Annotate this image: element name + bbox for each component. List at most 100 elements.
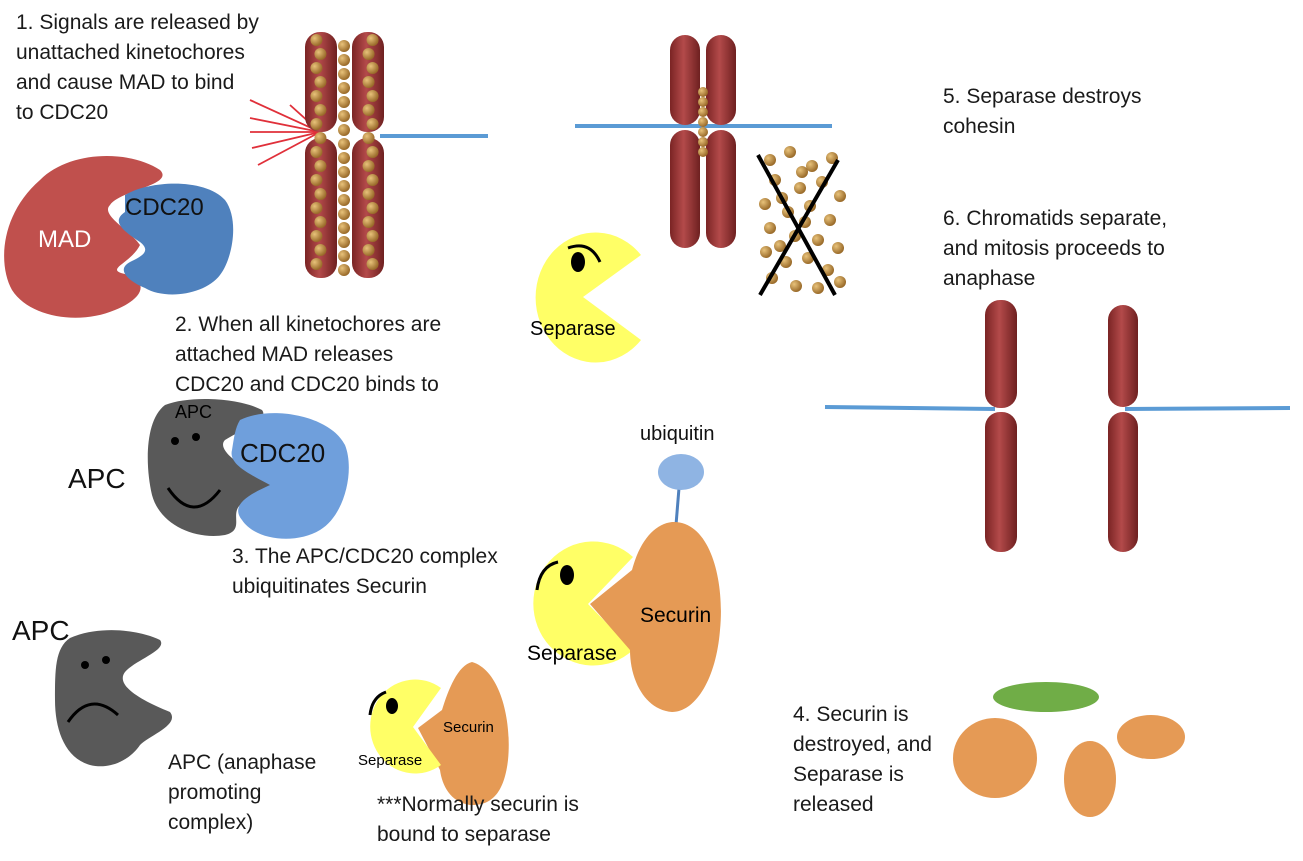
apc-frown (66, 702, 119, 723)
cohesin-dot (698, 107, 708, 117)
chromatid-right-lower (1108, 412, 1138, 552)
separase-label: Separase (530, 318, 616, 340)
cohesin-dot (764, 154, 776, 166)
separase-eye (386, 698, 398, 714)
cohesin-dot (310, 90, 323, 102)
cdc20-shape (118, 183, 234, 295)
separase-securin-ubiquitin: ubiquitin Separase Securin (527, 423, 721, 712)
cohesin-dot (338, 180, 350, 192)
cohesin-dot (794, 182, 806, 194)
chromatid-upper-left (670, 35, 700, 125)
mad-label: MAD (38, 226, 91, 253)
cohesin-dot (338, 208, 350, 220)
apc-free-label: APC (12, 615, 70, 646)
cohesin-dot (314, 132, 327, 144)
cohesin-dot (314, 48, 327, 60)
cohesin-dot (314, 104, 327, 116)
cohesin-dot (366, 230, 379, 242)
cohesin-dot (310, 174, 323, 186)
apc-smile (166, 487, 222, 509)
cohesin-dot (314, 160, 327, 172)
separase-free: Separase (530, 232, 641, 363)
cohesin-dot (338, 54, 350, 66)
cohesin-dot (338, 222, 350, 234)
separase-brow (535, 560, 559, 591)
separase-brow (567, 244, 602, 263)
cohesin-dot (338, 68, 350, 80)
securin-fragments (953, 682, 1185, 817)
chromosome-unattached (249, 32, 488, 278)
cohesin-dot (338, 250, 350, 262)
cohesin-dot (314, 244, 327, 256)
cohesin-dot (366, 258, 379, 270)
cohesin-dot (784, 146, 796, 158)
separase-securin-bound: Separase Securin (358, 662, 509, 806)
cdc20-label: CDC20 (125, 194, 204, 221)
cohesin-dot (760, 246, 772, 258)
ubiquitin-link (674, 487, 681, 526)
chromatid-right-upper (1108, 305, 1138, 407)
securin-fragment (953, 718, 1037, 798)
securin-fragment (1064, 741, 1116, 817)
securin-fragment (1117, 715, 1185, 759)
chromatid-left-upper (985, 300, 1017, 408)
cross-line (756, 154, 837, 296)
apc-free (55, 630, 173, 767)
cohesin-dot (832, 242, 844, 254)
cohesin-dot (314, 216, 327, 228)
cohesin-dot (338, 40, 350, 52)
cohesin-dot (310, 118, 323, 130)
apc-cdc20-complex: APC CDC20 (147, 398, 349, 539)
cohesin-dot (338, 166, 350, 178)
centromere-cohesin (698, 87, 708, 157)
chromosome-attached (575, 35, 832, 248)
chromatid-lower-right (706, 130, 736, 248)
apc-definition-text: APC (anaphase promoting complex) (168, 751, 317, 834)
step-4-text: 4. Securin is destroyed, and Separase is… (793, 703, 932, 816)
cohesin-dot (362, 216, 375, 228)
securin-label: Securin (640, 604, 711, 627)
cohesin-dot (310, 258, 323, 270)
cohesin-dot (826, 152, 838, 164)
securin-shape (590, 521, 721, 712)
separase-label: Separase (527, 642, 617, 665)
cohesin-dot (338, 194, 350, 206)
ubiquitin-label: ubiquitin (640, 423, 715, 445)
cohesin-dot (338, 152, 350, 164)
chromatid-left-lower (985, 412, 1017, 552)
separase-shape (533, 541, 633, 666)
cohesin-dot (310, 202, 323, 214)
step-6-text: 6. Chromatids separate, and mitosis proc… (943, 207, 1168, 290)
chromatid-upper-right (706, 35, 736, 125)
apc-sad-shape (55, 630, 173, 767)
apc-eye-left (81, 661, 89, 669)
separase-label: Separase (358, 752, 422, 769)
cohesin-dot (338, 96, 350, 108)
cohesin-dot (790, 280, 802, 292)
cohesin-dot (824, 214, 836, 226)
cohesin-dot (812, 282, 824, 294)
apc-eye-right (192, 433, 200, 441)
cohesin-dot (338, 82, 350, 94)
separase-brow (368, 690, 387, 716)
cohesin-dot (366, 90, 379, 102)
spindle-fiber-left (824, 405, 996, 411)
cohesin-dot (362, 48, 375, 60)
apc-eye-left (171, 437, 179, 445)
cross-line (758, 158, 840, 297)
cohesin-dot (366, 62, 379, 74)
separase-eye (571, 252, 585, 272)
cohesin-dot (764, 222, 776, 234)
cohesin-dot (698, 127, 708, 137)
green-fragment (993, 682, 1099, 712)
cohesin-dots (310, 34, 379, 276)
cohesin-dot (310, 230, 323, 242)
cohesin-dot (698, 87, 708, 97)
mad-cdc20-complex: MAD CDC20 (4, 156, 234, 318)
cohesin-dot (366, 118, 379, 130)
cohesin-dot (774, 240, 786, 252)
cohesin-dot (698, 97, 708, 107)
securin-shape (418, 662, 509, 806)
cohesin-dot (362, 244, 375, 256)
step-1-text: 1. Signals are released by unattached ki… (16, 11, 259, 124)
